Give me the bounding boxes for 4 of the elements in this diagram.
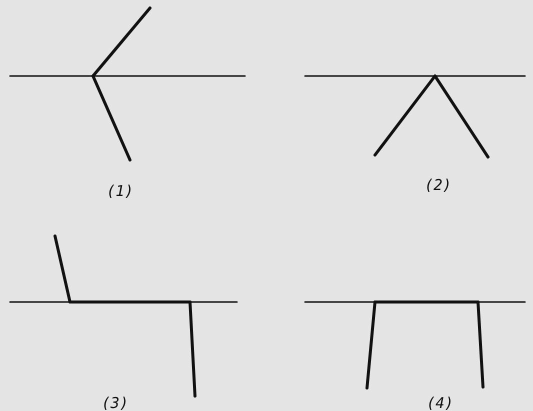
figure-number: (1) xyxy=(106,182,134,200)
figure-number: (2) xyxy=(424,176,452,194)
figure-number: (3) xyxy=(101,394,129,411)
figure-number: (4) xyxy=(426,394,454,411)
